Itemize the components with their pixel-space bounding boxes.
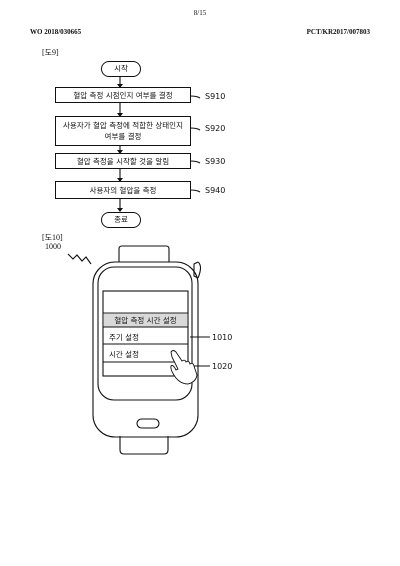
step-s920-text-line2: 여부를 결정 xyxy=(104,132,142,141)
top-strap xyxy=(118,245,170,262)
flowchart-start: 시작 xyxy=(101,61,141,77)
publication-number: WO 2018/030665 xyxy=(30,28,82,36)
step-s920-text-line1: 사용자가 혈압 측정에 적합한 상태인지 xyxy=(63,121,183,130)
application-number: PCT/KR2017/007803 xyxy=(306,28,370,36)
step-s930-box: 혈압 측정을 시작할 것을 알림 xyxy=(55,153,191,169)
home-button xyxy=(136,418,160,429)
step-s910-id: S910 xyxy=(205,92,226,101)
watch-screen xyxy=(102,290,189,377)
step-s910-box: 혈압 측정 시점인지 여부를 결정 xyxy=(55,87,191,103)
screen-title: 혈압 측정 시간 설정 xyxy=(114,316,177,325)
flowchart-end: 종료 xyxy=(101,212,141,228)
bottom-strap xyxy=(119,436,169,455)
step-s930-id: S930 xyxy=(205,157,226,166)
step-s930-text: 혈압 측정을 시작할 것을 알림 xyxy=(76,156,170,166)
device-reference-number: 1000 xyxy=(45,242,61,251)
watch-body xyxy=(92,261,199,438)
fig9-label: [도9] xyxy=(42,48,59,57)
step-s910-text: 혈압 측정 시점인지 여부를 결정 xyxy=(73,90,173,100)
step-s940-id: S940 xyxy=(205,186,226,195)
touch-hand-icon xyxy=(170,350,198,385)
page-number: 8/15 xyxy=(193,9,207,17)
step-s940-text: 사용자의 혈압을 측정 xyxy=(89,185,157,195)
step-s940-box: 사용자의 혈압을 측정 xyxy=(55,181,191,199)
step-s920-box: 사용자가 혈압 측정에 적합한 상태인지 여부를 결정 xyxy=(55,116,191,146)
menu-time-setting[interactable]: 시간 설정 xyxy=(109,350,139,359)
step-s920-id: S920 xyxy=(205,124,226,133)
watch-bezel xyxy=(97,266,193,401)
menu-cycle-setting[interactable]: 주기 설정 xyxy=(109,333,139,342)
fig10-label: [도10] xyxy=(42,233,63,242)
ref-1010: 1010 xyxy=(212,333,233,342)
reference-squiggle xyxy=(67,253,92,265)
ref-1020: 1020 xyxy=(212,362,233,371)
